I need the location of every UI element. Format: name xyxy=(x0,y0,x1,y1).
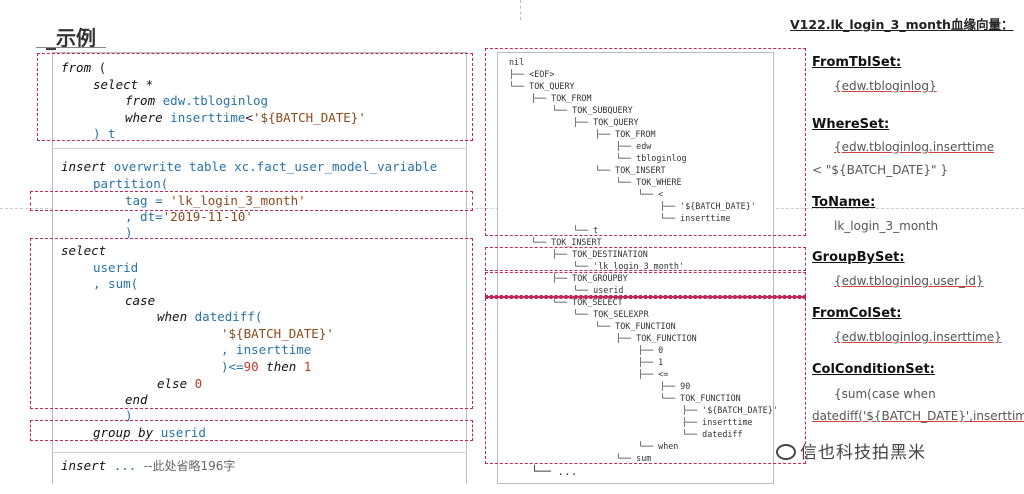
from-tbl-value: {edw.tbloginlog} xyxy=(834,79,937,93)
wechat-icon xyxy=(776,444,796,460)
to-name-value: lk_login_3_month xyxy=(834,219,939,233)
from-col-label: FromColSet: xyxy=(812,306,902,321)
title-underline xyxy=(36,47,106,48)
ast-node: └── t xyxy=(573,225,599,235)
sql-line: insert ... --此处省略196字 xyxy=(61,458,236,473)
sql-line: else 0 xyxy=(157,376,203,391)
divider xyxy=(52,452,467,453)
highlight-box-ast-destination xyxy=(485,247,806,271)
ast-node: └── TOK_SELECT xyxy=(552,297,623,307)
ast-node: └── ... xyxy=(531,465,578,478)
from-col-value: {edw.tbloginlog.inserttime} xyxy=(834,330,1002,344)
sql-line: end xyxy=(125,392,148,407)
ast-node: └── TOK_QUERY xyxy=(509,81,575,91)
col-cond-value: {sum(case when xyxy=(834,387,936,401)
sql-line: tag = 'lk_login_3_month' xyxy=(125,193,306,208)
ast-node: └── TOK_FUNCTION xyxy=(595,321,676,331)
separator-line xyxy=(485,296,806,298)
ast-tree-panel xyxy=(497,52,774,484)
highlight-box-tag xyxy=(30,191,473,211)
sql-line: partition( xyxy=(93,176,169,191)
ast-node: └── userid xyxy=(573,285,624,295)
ast-node: ├── TOK_GROUPBY xyxy=(552,273,628,283)
ast-node: └── when xyxy=(638,441,679,451)
ast-node: ├── inserttime xyxy=(682,417,753,427)
ast-node: ├── TOK_QUERY xyxy=(573,117,639,127)
sql-line: ) t xyxy=(93,126,116,141)
ast-node: ├── TOK_FROM xyxy=(531,93,592,103)
where-value-cont: < "${BATCH_DATE}" } xyxy=(812,163,949,177)
sql-line: where inserttime<'${BATCH_DATE}' xyxy=(125,110,366,125)
ast-node: └── tbloginlog xyxy=(616,153,687,163)
sql-line: when datediff( xyxy=(157,309,263,324)
lineage-title: V122.lk_login_3_month血缘向量： xyxy=(790,17,1014,32)
ast-node: └── < xyxy=(638,189,664,199)
sql-line: '${BATCH_DATE}' xyxy=(221,326,334,341)
ast-node: └── inserttime xyxy=(660,213,731,223)
divider xyxy=(52,148,467,149)
sql-line: case xyxy=(125,293,156,308)
highlight-box-ast-select xyxy=(485,298,806,464)
ast-node: nil xyxy=(509,57,525,67)
sql-line: , dt='2019-11-10' xyxy=(125,209,253,224)
sql-line: ) xyxy=(125,408,133,423)
highlight-box-groupby xyxy=(30,420,473,441)
highlight-box-from xyxy=(37,53,473,141)
highlight-box-ast-from xyxy=(485,48,806,236)
ast-node: ├── '${BATCH_DATE}' xyxy=(682,405,778,415)
ast-node: └── 'lk_login_3_month' xyxy=(573,261,684,271)
sql-line: from edw.tbloginlog xyxy=(125,93,268,108)
ast-node: ├── edw xyxy=(616,141,652,151)
ast-node: └── TOK_INSERT xyxy=(531,237,602,247)
ast-node: ├── TOK_FROM xyxy=(595,129,656,139)
ast-node: ├── 1 xyxy=(638,357,664,367)
ast-node: └── TOK_INSERT xyxy=(595,165,666,175)
ast-node: └── TOK_FUNCTION xyxy=(660,393,741,403)
sql-line: from ( xyxy=(61,60,107,75)
sql-line: userid xyxy=(93,260,139,275)
sql-line: select xyxy=(61,243,107,258)
ast-node: ├── 0 xyxy=(638,345,664,355)
highlight-box-select xyxy=(30,238,473,409)
sql-line: ) xyxy=(125,225,133,240)
sql-line: group by userid xyxy=(93,425,206,440)
divider xyxy=(520,0,521,20)
col-cond-label: ColConditionSet: xyxy=(812,362,935,377)
ast-node: └── TOK_WHERE xyxy=(616,177,682,187)
sql-line: insert overwrite table xc.fact_user_mode… xyxy=(61,159,438,174)
ast-node: └── TOK_SELEXPR xyxy=(573,309,649,319)
col-cond-value-cont: datediff('${BATCH_DATE}',inserttim xyxy=(812,409,1024,423)
groupby-label: GroupBySet: xyxy=(812,250,905,265)
sql-line: , inserttime xyxy=(221,342,312,357)
ast-node: └── datediff xyxy=(682,429,743,439)
ast-node: ├── 90 xyxy=(660,381,691,391)
from-tbl-label: FromTblSet: xyxy=(812,55,902,70)
watermark: 信也科技拍黑米 xyxy=(776,438,926,463)
page-title: _示例 xyxy=(46,26,96,50)
ast-node: ├── <EOF> xyxy=(509,69,555,79)
where-value: {edw.tbloginlog.inserttime xyxy=(834,140,995,154)
groupby-value: {edw.tbloginlog.user_id} xyxy=(834,274,984,288)
sql-code-panel xyxy=(52,52,467,484)
highlight-box-ast-groupby xyxy=(485,272,806,296)
ast-node: ├── TOK_FUNCTION xyxy=(616,333,697,343)
ast-node: ├── <= xyxy=(638,369,669,379)
ast-node: └── sum xyxy=(616,453,652,463)
sql-line: )<=90 then 1 xyxy=(221,359,312,374)
to-name-label: ToName: xyxy=(812,195,876,210)
ast-node: ├── '${BATCH_DATE}' xyxy=(660,201,756,211)
ast-node: └── TOK_SUBQUERY xyxy=(552,105,633,115)
where-label: WhereSet: xyxy=(812,117,890,132)
sql-line: , sum( xyxy=(93,276,139,291)
sql-line: select * xyxy=(93,77,154,92)
ast-node: ├── TOK_DESTINATION xyxy=(552,249,648,259)
